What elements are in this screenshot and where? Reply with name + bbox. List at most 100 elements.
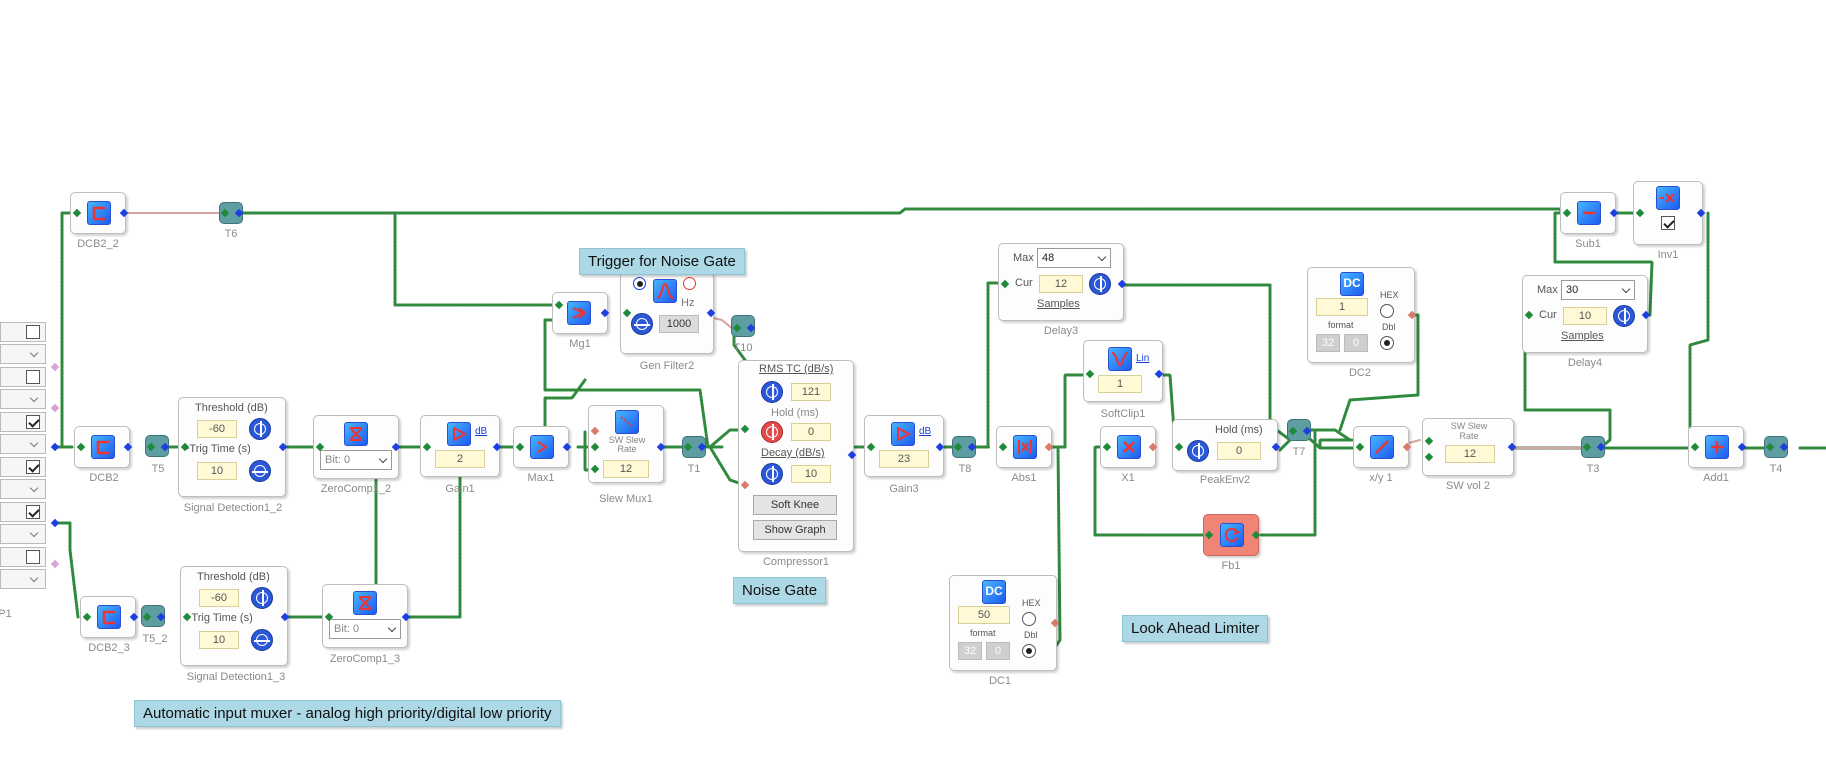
freq-knob-icon[interactable] [631, 313, 653, 335]
comment-look-ahead-limiter[interactable]: Look Ahead Limiter [1122, 615, 1269, 642]
p1-row[interactable] [0, 367, 46, 387]
trig-time-field[interactable]: 10 [197, 462, 237, 480]
threshold-knob-icon[interactable] [251, 587, 273, 609]
gain1-field[interactable]: 2 [435, 450, 485, 468]
mg1-block[interactable] [552, 292, 608, 334]
comment-noise-gate[interactable]: Noise Gate [733, 577, 827, 604]
slew-mux-field[interactable]: 12 [603, 460, 649, 478]
inv1-block[interactable] [1633, 181, 1703, 245]
dc1-field[interactable]: 50 [958, 606, 1010, 624]
p1-row[interactable] [0, 322, 46, 342]
threshold-knob-icon[interactable] [249, 418, 271, 440]
format-b-field[interactable]: 0 [1344, 334, 1368, 352]
trig-time-knob-icon[interactable] [249, 460, 271, 482]
delay3-cur-field[interactable]: 12 [1039, 275, 1083, 293]
delay4-cur-field[interactable]: 10 [1563, 307, 1607, 325]
t10-label: T10 [733, 342, 753, 354]
delay4-samples-link[interactable]: Samples [1561, 330, 1604, 342]
delay4-knob-icon[interactable] [1613, 305, 1635, 327]
comment-trigger-noise-gate[interactable]: Trigger for Noise Gate [579, 248, 745, 275]
peakenv-field[interactable]: 0 [1217, 442, 1261, 460]
threshold-field[interactable]: -60 [199, 589, 239, 607]
softclip-lin-link[interactable]: Lin [1136, 353, 1150, 364]
p1-checkbox[interactable] [26, 460, 40, 474]
p1-checkbox[interactable] [26, 550, 40, 564]
dcb2-block[interactable] [74, 426, 130, 468]
p1-checkbox[interactable] [26, 325, 40, 339]
show-graph-button[interactable]: Show Graph [753, 520, 837, 540]
gain1-block[interactable]: dB 2 [420, 415, 500, 477]
dc2-field[interactable]: 1 [1316, 298, 1368, 316]
peakenv-2-block[interactable]: Hold (ms) 0 [1172, 419, 1278, 471]
hex-radio[interactable] [1380, 304, 1394, 318]
divide-xy-1-block[interactable] [1353, 426, 1409, 468]
dcb2-2-block[interactable] [70, 192, 126, 234]
decay-field[interactable]: 10 [791, 465, 831, 483]
zerocomp-1-3-block[interactable]: Bit: 0 [322, 584, 408, 648]
gain3-db-link[interactable]: dB [919, 426, 932, 437]
sine-icon[interactable] [683, 277, 696, 290]
rms-tc-field[interactable]: 121 [791, 383, 831, 401]
p1-row[interactable] [0, 547, 46, 567]
signal-detection-1-2-block[interactable]: Threshold (dB) -60 ~Trig Time (s) 10 [178, 397, 286, 497]
invert-checkbox[interactable] [1661, 216, 1675, 230]
bit-select[interactable]: Bit: 0 [329, 619, 401, 639]
delay3-max-select[interactable]: 48 [1037, 248, 1111, 268]
gain3-block[interactable]: dB 23 [864, 415, 944, 477]
zerocomp-1-2-block[interactable]: Bit: 0 [313, 415, 399, 479]
sw-vol-2-block[interactable]: SW Slew Rate 12 [1422, 418, 1514, 476]
delay4-block[interactable]: Max 30 Cur 10 Samples [1522, 275, 1648, 353]
rms-tc-knob-icon[interactable] [761, 381, 783, 403]
gain1-db-link[interactable]: dB [475, 426, 488, 437]
gen-filter-2-block[interactable]: Hz 1000 [620, 272, 714, 354]
delay3-block[interactable]: Max 48 Cur 12 Samples [998, 243, 1124, 321]
p1-row[interactable] [0, 389, 46, 409]
signal-detection-1-3-block[interactable]: Threshold (dB) -60 ~Trig Time (s) 10 [180, 566, 288, 666]
p1-row[interactable] [0, 457, 46, 477]
hold-field[interactable]: 0 [791, 423, 831, 441]
p1-row[interactable] [0, 434, 46, 454]
dbl-radio[interactable] [1022, 644, 1036, 658]
sw-vol-field[interactable]: 12 [1445, 445, 1495, 463]
softclip-1-block[interactable]: Lin 1 [1083, 340, 1163, 402]
dcb2-label: DCB2 [89, 472, 119, 484]
power-icon[interactable] [633, 277, 646, 290]
compressor-1-block[interactable]: RMS TC (dB/s) 121 Hold (ms) 0 Decay (dB/… [738, 360, 854, 552]
trig-time-field[interactable]: 10 [199, 631, 239, 649]
p1-row[interactable] [0, 502, 46, 522]
delay4-max-select[interactable]: 30 [1561, 280, 1635, 300]
wire [52, 521, 80, 619]
delay3-samples-link[interactable]: Samples [1037, 298, 1080, 310]
p1-row[interactable] [0, 344, 46, 364]
p1-checkbox[interactable] [26, 505, 40, 519]
p1-checkbox[interactable] [26, 415, 40, 429]
soft-knee-button[interactable]: Soft Knee [753, 495, 837, 515]
slew-mux-1-block[interactable]: SW Slew Rate 12 [588, 405, 664, 483]
hex-radio[interactable] [1022, 612, 1036, 626]
p1-row[interactable] [0, 479, 46, 499]
threshold-field[interactable]: -60 [197, 420, 237, 438]
peakenv-knob-icon[interactable] [1187, 440, 1209, 462]
max1-block[interactable] [513, 426, 569, 468]
format-a-field[interactable]: 32 [1316, 334, 1340, 352]
comment-auto-input-muxer[interactable]: Automatic input muxer - analog high prio… [134, 700, 561, 727]
format-b-field[interactable]: 0 [986, 642, 1010, 660]
softclip-field[interactable]: 1 [1098, 375, 1142, 393]
gain3-field[interactable]: 23 [879, 450, 929, 468]
trig-time-knob-icon[interactable] [251, 629, 273, 651]
dc2-block[interactable]: DC 1 HEX format Dbl 32 0 [1307, 267, 1415, 363]
p1-checkbox[interactable] [26, 370, 40, 384]
bit-select[interactable]: Bit: 0 [320, 450, 392, 470]
dcb2-3-block[interactable] [80, 596, 136, 638]
format-a-field[interactable]: 32 [958, 642, 982, 660]
gen-filter-field[interactable]: 1000 [659, 315, 699, 333]
delay3-knob-icon[interactable] [1089, 273, 1111, 295]
decay-knob-icon[interactable] [761, 463, 783, 485]
hold-knob-icon[interactable] [761, 421, 783, 443]
p1-row[interactable] [0, 569, 46, 589]
dc1-block[interactable]: DC 50 HEX format Dbl 32 0 [949, 575, 1057, 671]
p1-row[interactable] [0, 524, 46, 544]
sub1-block[interactable] [1560, 192, 1616, 234]
dbl-radio[interactable] [1380, 336, 1394, 350]
p1-row[interactable] [0, 412, 46, 432]
